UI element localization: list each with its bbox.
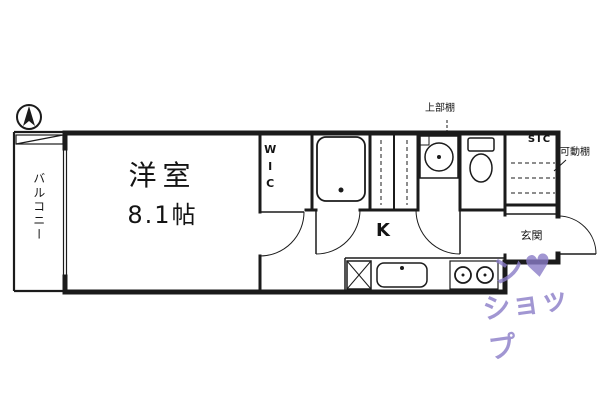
main-room-size: 8.1帖: [127, 201, 198, 229]
door-arcs: [259, 209, 597, 257]
movable-shelf-label: 可動棚: [560, 147, 590, 158]
balcony-outline: [12, 130, 65, 293]
wic-label: WIC: [263, 143, 277, 194]
balcony-label: バルコニー: [31, 172, 46, 242]
watermark-line2: ショップ: [480, 281, 572, 366]
sic-shelves: [511, 162, 555, 194]
main-room-name: 洋室: [128, 159, 197, 192]
stove-icon: [449, 260, 499, 290]
bathtub-icon: [316, 136, 366, 202]
washing-machine-icon: [419, 135, 459, 179]
window-lines: [62, 148, 68, 277]
compass-icon: [16, 104, 42, 130]
sink-icon: [376, 262, 428, 288]
upper-shelf-label: 上部棚: [425, 103, 455, 114]
inner-walls: [258, 131, 560, 294]
sic-label: SIC: [527, 134, 553, 145]
storage-shelves: [380, 133, 408, 210]
kitchen-label: K: [376, 220, 390, 241]
entrance-label: 玄関: [520, 229, 543, 242]
toilet-icon: [467, 137, 495, 183]
kitchen-counter: [344, 257, 504, 292]
leader-lines: [446, 120, 567, 172]
equipment-space-icon: [346, 260, 372, 290]
